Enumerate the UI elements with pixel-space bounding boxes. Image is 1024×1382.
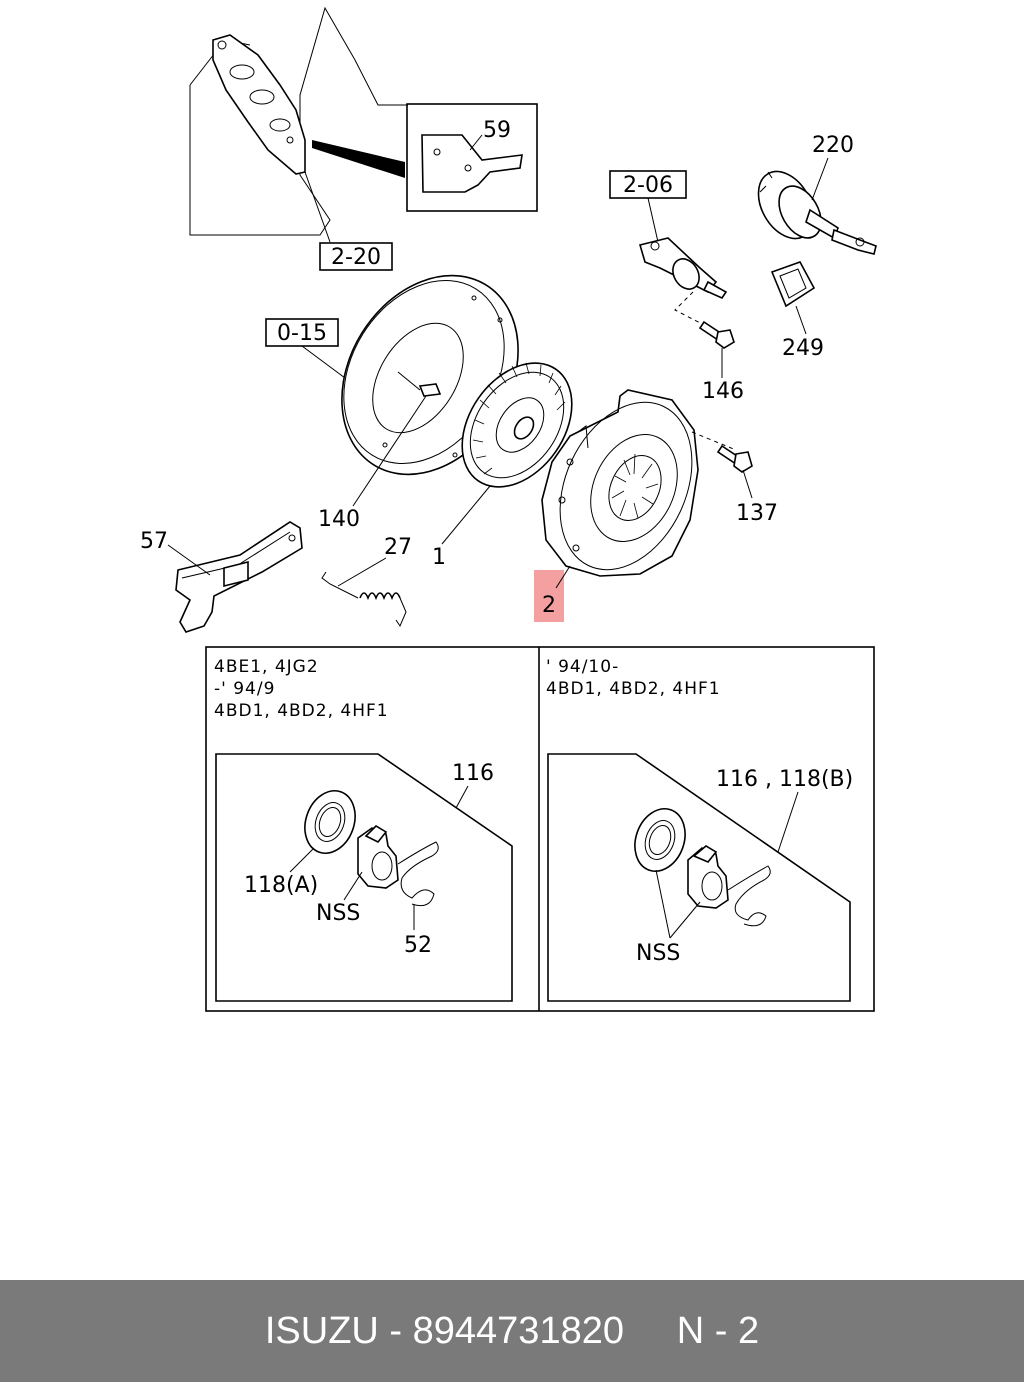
footer-page: N - 2 (676, 1309, 760, 1352)
variant-left: 4BE1, 4JG2 -' 94/9 4BD1, 4BD2, 4HF1 116 … (214, 657, 513, 1002)
release-fork: 57 (140, 521, 303, 633)
callout-116-118b: 116 , 118(B) (716, 767, 853, 792)
svg-text:137: 137 (736, 501, 778, 526)
svg-text:249: 249 (782, 336, 824, 361)
detail-box-59: 59 (406, 103, 538, 212)
callout-52: 52 (404, 933, 432, 958)
bolt-146: 146 (698, 320, 744, 404)
callout-box-2-06: 2-06 (609, 170, 687, 199)
variant-right-line-1: ' 94/10- (546, 657, 619, 677)
footer-bar: ISUZU - 8944731820 N - 2 (0, 1280, 1024, 1382)
exploded-parts-diagram: 59 2-20 2-06 146 220 249 (140, 6, 877, 1012)
callout-59: 59 (483, 118, 511, 143)
callout-118a: 118(A) (244, 873, 318, 898)
svg-text:220: 220 (812, 133, 854, 158)
booster-220: 220 (757, 133, 877, 255)
spring-27: 27 (321, 535, 412, 628)
variant-right: ' 94/10- 4BD1, 4BD2, 4HF1 116 , 118(B) N… (546, 657, 853, 1002)
callout-27: 27 (384, 535, 412, 560)
highlight-box (534, 570, 564, 622)
svg-text:0-15: 0-15 (277, 321, 327, 346)
footer-brand: ISUZU (264, 1309, 379, 1352)
master-cylinder (638, 237, 728, 300)
bolt-137: 137 (716, 444, 778, 526)
footer-gap (624, 1310, 677, 1353)
callout-box-2-20: 2-20 (319, 242, 393, 271)
variant-left-line-3: 4BD1, 4BD2, 4HF1 (214, 701, 389, 721)
footer-part-number: 8944731820 (412, 1309, 624, 1352)
svg-text:146: 146 (702, 379, 744, 404)
svg-text:2-20: 2-20 (331, 245, 381, 270)
variant-right-line-2: 4BD1, 4BD2, 4HF1 (546, 679, 721, 699)
callout-1: 1 (432, 545, 446, 570)
svg-text:2-06: 2-06 (623, 173, 673, 198)
callout-140: 140 (318, 507, 360, 532)
callout-box-0-15: 0-15 (265, 318, 339, 347)
pedal-bracket-group (189, 6, 408, 243)
callout-box-2-highlight: 2 (534, 565, 571, 622)
variant-table (205, 646, 875, 1012)
callout-116-left: 116 (452, 761, 494, 786)
variant-left-line-2: -' 94/9 (214, 679, 275, 699)
footer-separator: - (378, 1309, 413, 1352)
variant-left-line-1: 4BE1, 4JG2 (214, 657, 319, 677)
callout-nss-left: NSS (316, 901, 360, 926)
callout-nss-right: NSS (636, 941, 680, 966)
clutch-disc: 1 (432, 362, 573, 570)
pressure-plate (541, 389, 699, 577)
callout-57: 57 (140, 529, 168, 554)
gasket-249: 249 (770, 261, 824, 361)
svg-text:2: 2 (542, 593, 556, 618)
